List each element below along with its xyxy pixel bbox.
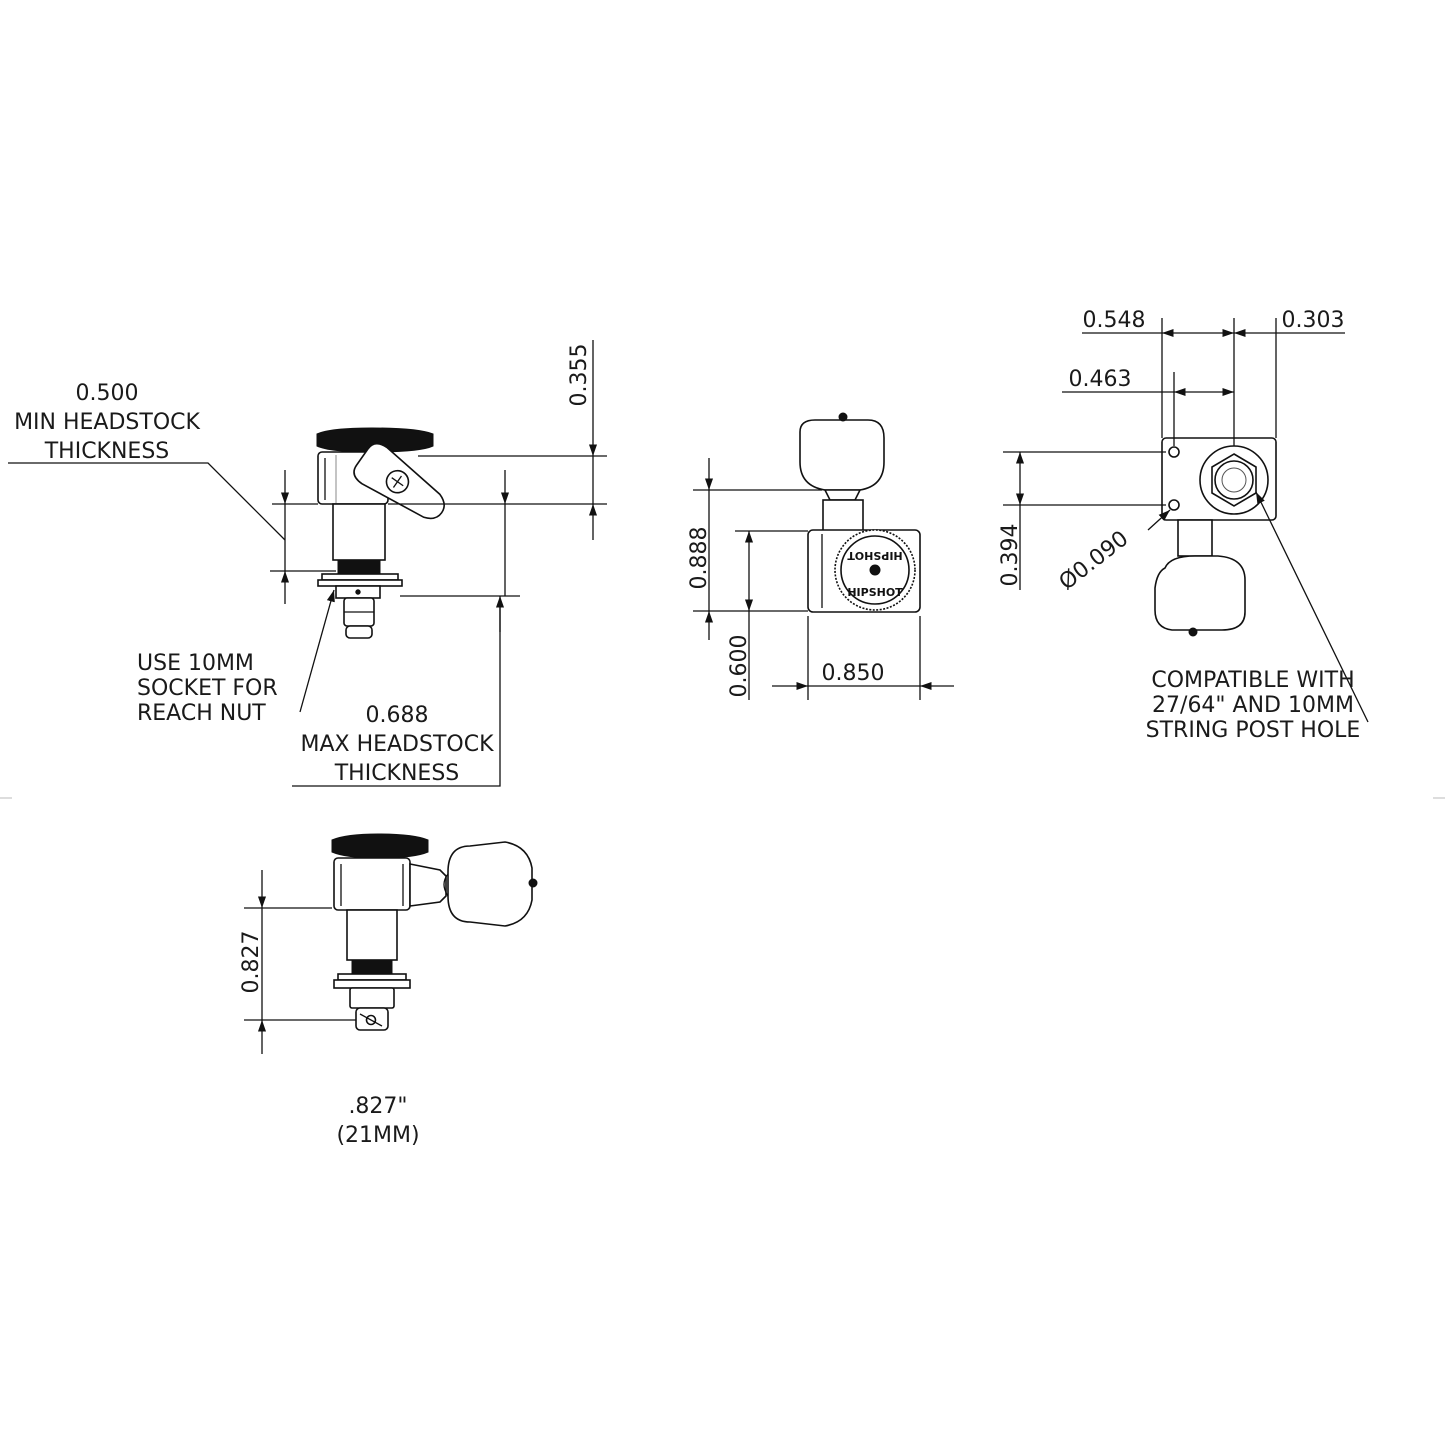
socket-label-3: REACH NUT xyxy=(137,701,266,726)
dim-0500-value: 0.500 xyxy=(76,381,139,406)
dim-0688-value: 0.688 xyxy=(366,703,429,728)
socket-leader xyxy=(299,589,335,713)
dim-0355-value: 0.355 xyxy=(567,344,592,407)
shaft xyxy=(822,499,864,533)
button-screw xyxy=(838,412,848,422)
post-length-mm: (21MM) xyxy=(336,1123,419,1148)
front-view: HIPSHOT HIPSHOT 0.888 0.600 0.850 xyxy=(687,412,954,700)
max-headstock-label-1: MAX HEADSTOCK xyxy=(300,732,494,757)
thumb-wheel xyxy=(316,427,434,453)
dim-0827-value: 0.827 xyxy=(239,931,264,994)
dim-0850-value: 0.850 xyxy=(822,661,885,686)
screw-hole-2 xyxy=(1168,499,1180,511)
tuner-button-front xyxy=(799,419,885,491)
lower-side-view: 0.827 .827" (21MM) xyxy=(239,833,538,1148)
housing-lower xyxy=(333,857,411,911)
post-length-inches: .827" xyxy=(348,1094,407,1119)
string-post xyxy=(317,503,403,639)
max-headstock-label-2: THICKNESS xyxy=(334,761,460,786)
tuner-button xyxy=(353,442,445,520)
tuner-button-top xyxy=(1154,555,1246,631)
dim-0688 xyxy=(292,470,520,787)
compat-leader xyxy=(1255,491,1369,723)
dim-0394-value: 0.394 xyxy=(998,524,1023,587)
dim-0090-value: Ø0.090 xyxy=(1055,526,1134,595)
thumb-wheel-lower xyxy=(331,833,429,859)
min-headstock-label-1: MIN HEADSTOCK xyxy=(14,410,200,435)
compat-label-1: COMPATIBLE WITH xyxy=(1151,668,1354,693)
socket-label-2: SOCKET FOR xyxy=(137,676,278,701)
hipshot-logo: HIPSHOT HIPSHOT xyxy=(834,529,916,611)
socket-label-1: USE 10MM xyxy=(137,651,254,676)
dim-0355 xyxy=(388,340,607,540)
dim-0463-value: 0.463 xyxy=(1069,367,1132,392)
dim-0888-value: 0.888 xyxy=(687,527,712,590)
min-headstock-label-2: THICKNESS xyxy=(44,439,170,464)
compat-label-3: STRING POST HOLE xyxy=(1146,718,1361,743)
dim-0548-value: 0.548 xyxy=(1083,308,1146,333)
dim-0500 xyxy=(8,462,336,604)
post-lower xyxy=(346,909,398,961)
tuner-button-lower xyxy=(447,841,533,927)
top-view: 0.548 0.303 0.463 0.394 Ø0.090 COMPATIBL… xyxy=(998,308,1369,743)
logo-text-top: HIPSHOT xyxy=(847,549,903,562)
screw-hole-1 xyxy=(1168,446,1180,458)
logo-text-bottom: HIPSHOT xyxy=(847,586,903,599)
side-view: 0.500 MIN HEADSTOCK THICKNESS 0.355 0.68… xyxy=(8,340,607,787)
dim-0600-value: 0.600 xyxy=(727,635,752,698)
post-hole xyxy=(1214,460,1254,500)
dim-0303-value: 0.303 xyxy=(1282,308,1345,333)
compat-label-2: 27/64" AND 10MM xyxy=(1152,693,1354,718)
